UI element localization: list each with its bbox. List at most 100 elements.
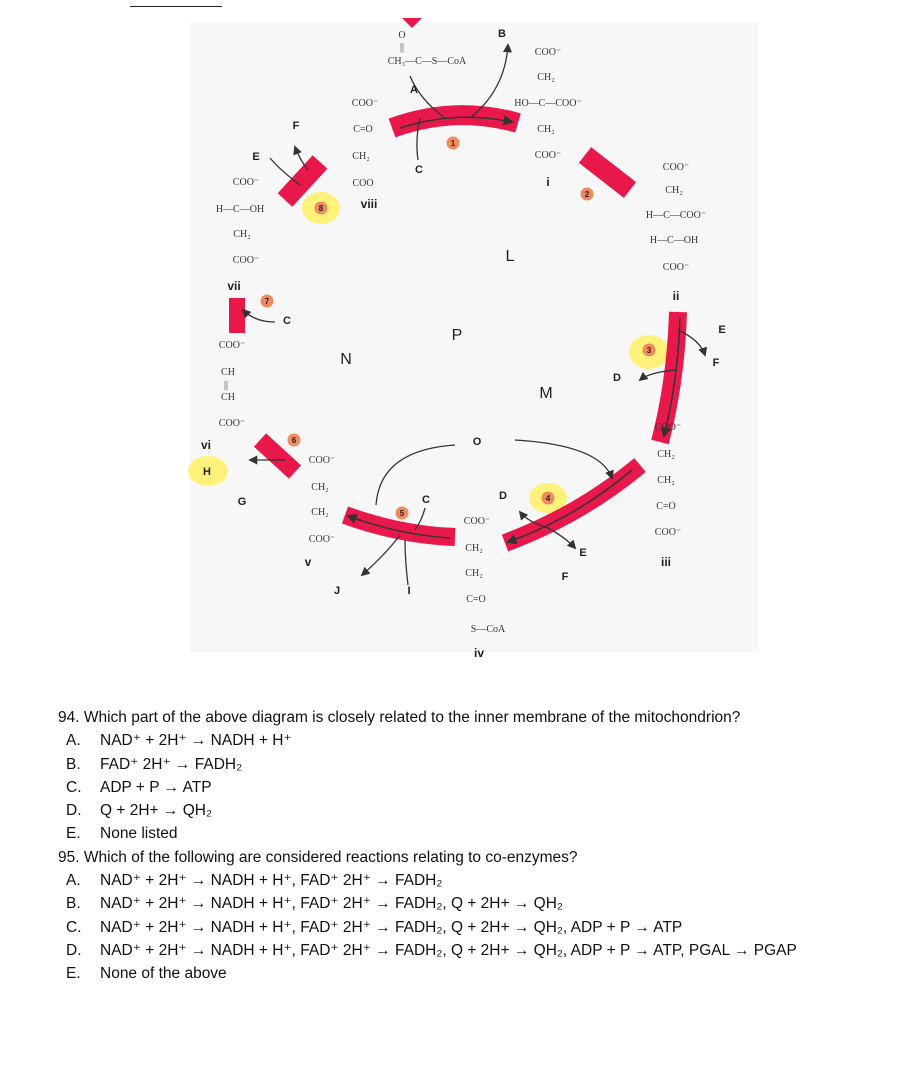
svg-text:COO: COO	[352, 178, 373, 189]
letter-A: A	[410, 84, 418, 96]
svg-text:8: 8	[319, 204, 324, 213]
svg-text:H—C—OH: H—C—OH	[650, 235, 698, 246]
svg-text:COO⁻: COO⁻	[233, 177, 259, 188]
svg-text:CH₂: CH₂	[537, 72, 554, 83]
svg-text:5: 5	[400, 509, 405, 518]
arrow-step-3-D	[638, 369, 677, 382]
step-circle-7: 7	[260, 294, 274, 308]
svg-text:2: 2	[585, 190, 590, 199]
question-94-title: 94. Which part of the above diagram is c…	[58, 709, 741, 726]
svg-text:CH₂: CH₂	[233, 229, 250, 240]
label-iv: iv	[474, 646, 484, 660]
letter-E-step-4: E	[579, 547, 586, 559]
label-vi: vi	[201, 438, 211, 452]
q94-option-b[interactable]: B.FAD⁺ 2H⁺ → FADH₂	[66, 755, 243, 773]
letter-G: G	[238, 496, 247, 508]
svg-text:3: 3	[647, 346, 652, 355]
band-step-6	[253, 433, 302, 479]
arrow-O-loop-left	[375, 444, 456, 506]
q95-option-b[interactable]: B.NAD⁺ + 2H⁺ → NADH + H⁺, FAD⁺ 2H⁺ → FAD…	[66, 895, 563, 913]
top-rule	[130, 6, 222, 7]
letter-H: H	[203, 466, 211, 478]
letter-I: I	[407, 585, 410, 597]
arrow-step-7-C	[241, 308, 276, 323]
arrow-step-8-E	[269, 157, 301, 186]
svg-text:CH₂: CH₂	[465, 568, 482, 579]
svg-text:CH₂: CH₂	[665, 185, 682, 196]
svg-text:CH₂: CH₂	[657, 449, 674, 460]
q94-option-d[interactable]: D.Q + 2H+ → QH₂	[66, 802, 212, 820]
molecule-iii: COO⁻ CH₂ CH₂ C=O COO⁻	[655, 422, 681, 538]
q95-option-e[interactable]: E.None of the above	[66, 965, 227, 983]
letter-L: L	[506, 248, 515, 265]
arrow-I-in	[404, 539, 409, 586]
question-95-title: 95. Which of the following are considere…	[58, 848, 578, 866]
svg-text:CH₃—C—S—CoA: CH₃—C—S—CoA	[388, 56, 467, 67]
questions-section: 94. Which part of the above diagram is c…	[58, 706, 878, 986]
svg-text:H—C—OH: H—C—OH	[216, 204, 264, 215]
svg-text:COO⁻: COO⁻	[663, 162, 689, 173]
molecule-vii: COO⁻ H—C—OH CH₂ COO⁻	[216, 177, 264, 266]
step-circle-3: 3	[642, 343, 656, 357]
arrow-step-1	[399, 115, 515, 129]
svg-text:||: ||	[224, 380, 228, 391]
q94-option-c[interactable]: C.ADP + P → ATP	[66, 778, 212, 796]
arrow-step-8-F	[293, 145, 309, 171]
letter-O: O	[473, 436, 482, 448]
letter-D-step-4: D	[499, 490, 507, 502]
q94-option-a[interactable]: A.NAD⁺ + 2H⁺ → NADH + H⁺	[66, 732, 292, 750]
letter-C-step-5: C	[422, 494, 430, 506]
label-i: i	[546, 175, 549, 189]
step-circle-6: 6	[287, 433, 301, 447]
molecule-acetyl-coa: O || CH₃—C—S—CoA	[388, 30, 467, 67]
diagram-background	[190, 22, 758, 652]
citric-acid-cycle-diagram: 1 2 3 4 5 6 7 8 O || CH₃—C—S—CoA COO⁻ CH…	[188, 18, 726, 660]
step-circle-8: 8	[314, 201, 328, 215]
svg-text:COO⁻: COO⁻	[233, 255, 259, 266]
svg-text:COO⁻: COO⁻	[535, 47, 561, 58]
letter-F-step-4: F	[562, 571, 569, 583]
molecule-v: COO⁻ CH₂ CH₂ COO⁻	[309, 455, 335, 545]
letter-M: M	[539, 385, 552, 402]
arrow-step-5	[346, 513, 451, 539]
arrow-J-out	[360, 534, 401, 577]
svg-text:6: 6	[292, 436, 297, 445]
svg-text:||: ||	[400, 42, 404, 53]
letter-C-step-1: C	[415, 164, 423, 176]
letter-C-step-7: C	[283, 315, 291, 327]
svg-text:CH₂: CH₂	[537, 124, 554, 135]
svg-text:HO—C—COO⁻: HO—C—COO⁻	[514, 98, 582, 109]
svg-text:7: 7	[265, 297, 270, 306]
svg-text:C=O: C=O	[466, 594, 486, 605]
svg-text:C=O: C=O	[353, 124, 373, 135]
triangle-marker	[402, 18, 422, 28]
step-circle-2: 2	[580, 187, 594, 201]
molecule-iv: COO⁻ CH₂ CH₂ C=O S—CoA	[464, 516, 506, 635]
arrow-step-4-E	[547, 527, 577, 550]
svg-text:COO⁻: COO⁻	[663, 262, 689, 273]
step-circle-4: 4	[541, 491, 555, 505]
label-ii: ii	[673, 289, 680, 303]
q94-option-e[interactable]: E.None listed	[66, 825, 178, 843]
svg-text:COO⁻: COO⁻	[309, 534, 335, 545]
q95-option-a[interactable]: A.NAD⁺ + 2H⁺ → NADH + H⁺, FAD⁺ 2H⁺ → FAD…	[66, 872, 443, 890]
q95-option-d[interactable]: D.NAD⁺ + 2H⁺ → NADH + H⁺, FAD⁺ 2H⁺ → FAD…	[66, 941, 797, 959]
q95-option-c[interactable]: C.NAD⁺ + 2H⁺ → NADH + H⁺, FAD⁺ 2H⁺ → FAD…	[66, 918, 683, 936]
svg-text:H—C—COO⁻: H—C—COO⁻	[646, 210, 706, 221]
arrow-step-4	[506, 469, 633, 545]
svg-text:4: 4	[546, 494, 551, 503]
step-circle-5: 5	[395, 506, 409, 520]
svg-text:COO⁻: COO⁻	[464, 516, 490, 527]
letter-E-step-8: E	[252, 151, 259, 163]
svg-text:COO⁻: COO⁻	[219, 340, 245, 351]
svg-text:COO⁻: COO⁻	[655, 422, 681, 433]
svg-text:CH₂: CH₂	[311, 507, 328, 518]
letter-E-step-3: E	[718, 324, 725, 336]
band-step-4	[501, 458, 646, 552]
svg-text:CH₂: CH₂	[657, 475, 674, 486]
svg-text:1: 1	[451, 139, 456, 148]
arrow-C-step-1	[416, 117, 421, 161]
band-step-8	[277, 155, 328, 207]
label-vii: vii	[227, 279, 240, 293]
letter-N: N	[340, 351, 352, 368]
